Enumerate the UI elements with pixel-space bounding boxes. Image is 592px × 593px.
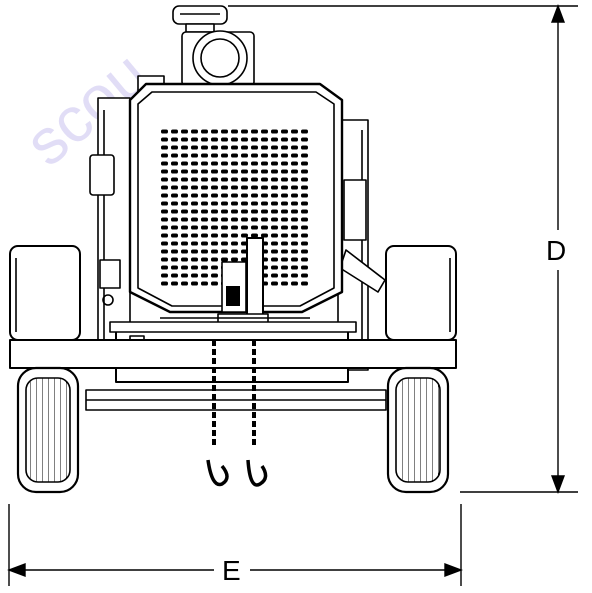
radiator-grille <box>158 128 308 286</box>
dimension-label-height: D <box>546 235 566 266</box>
safety-chain-right <box>246 340 268 487</box>
wheel-left <box>16 366 80 494</box>
wheel-right <box>386 366 450 494</box>
fender-left <box>9 245 81 341</box>
fender-right <box>385 245 457 341</box>
dimension-label-width: E <box>222 555 241 586</box>
axle-bar <box>9 339 457 411</box>
safety-chain-left <box>206 340 229 487</box>
exhaust-cap <box>172 5 228 33</box>
inlet-pipe <box>181 30 255 87</box>
dimension-width <box>7 504 463 586</box>
dimension-height <box>228 4 578 494</box>
